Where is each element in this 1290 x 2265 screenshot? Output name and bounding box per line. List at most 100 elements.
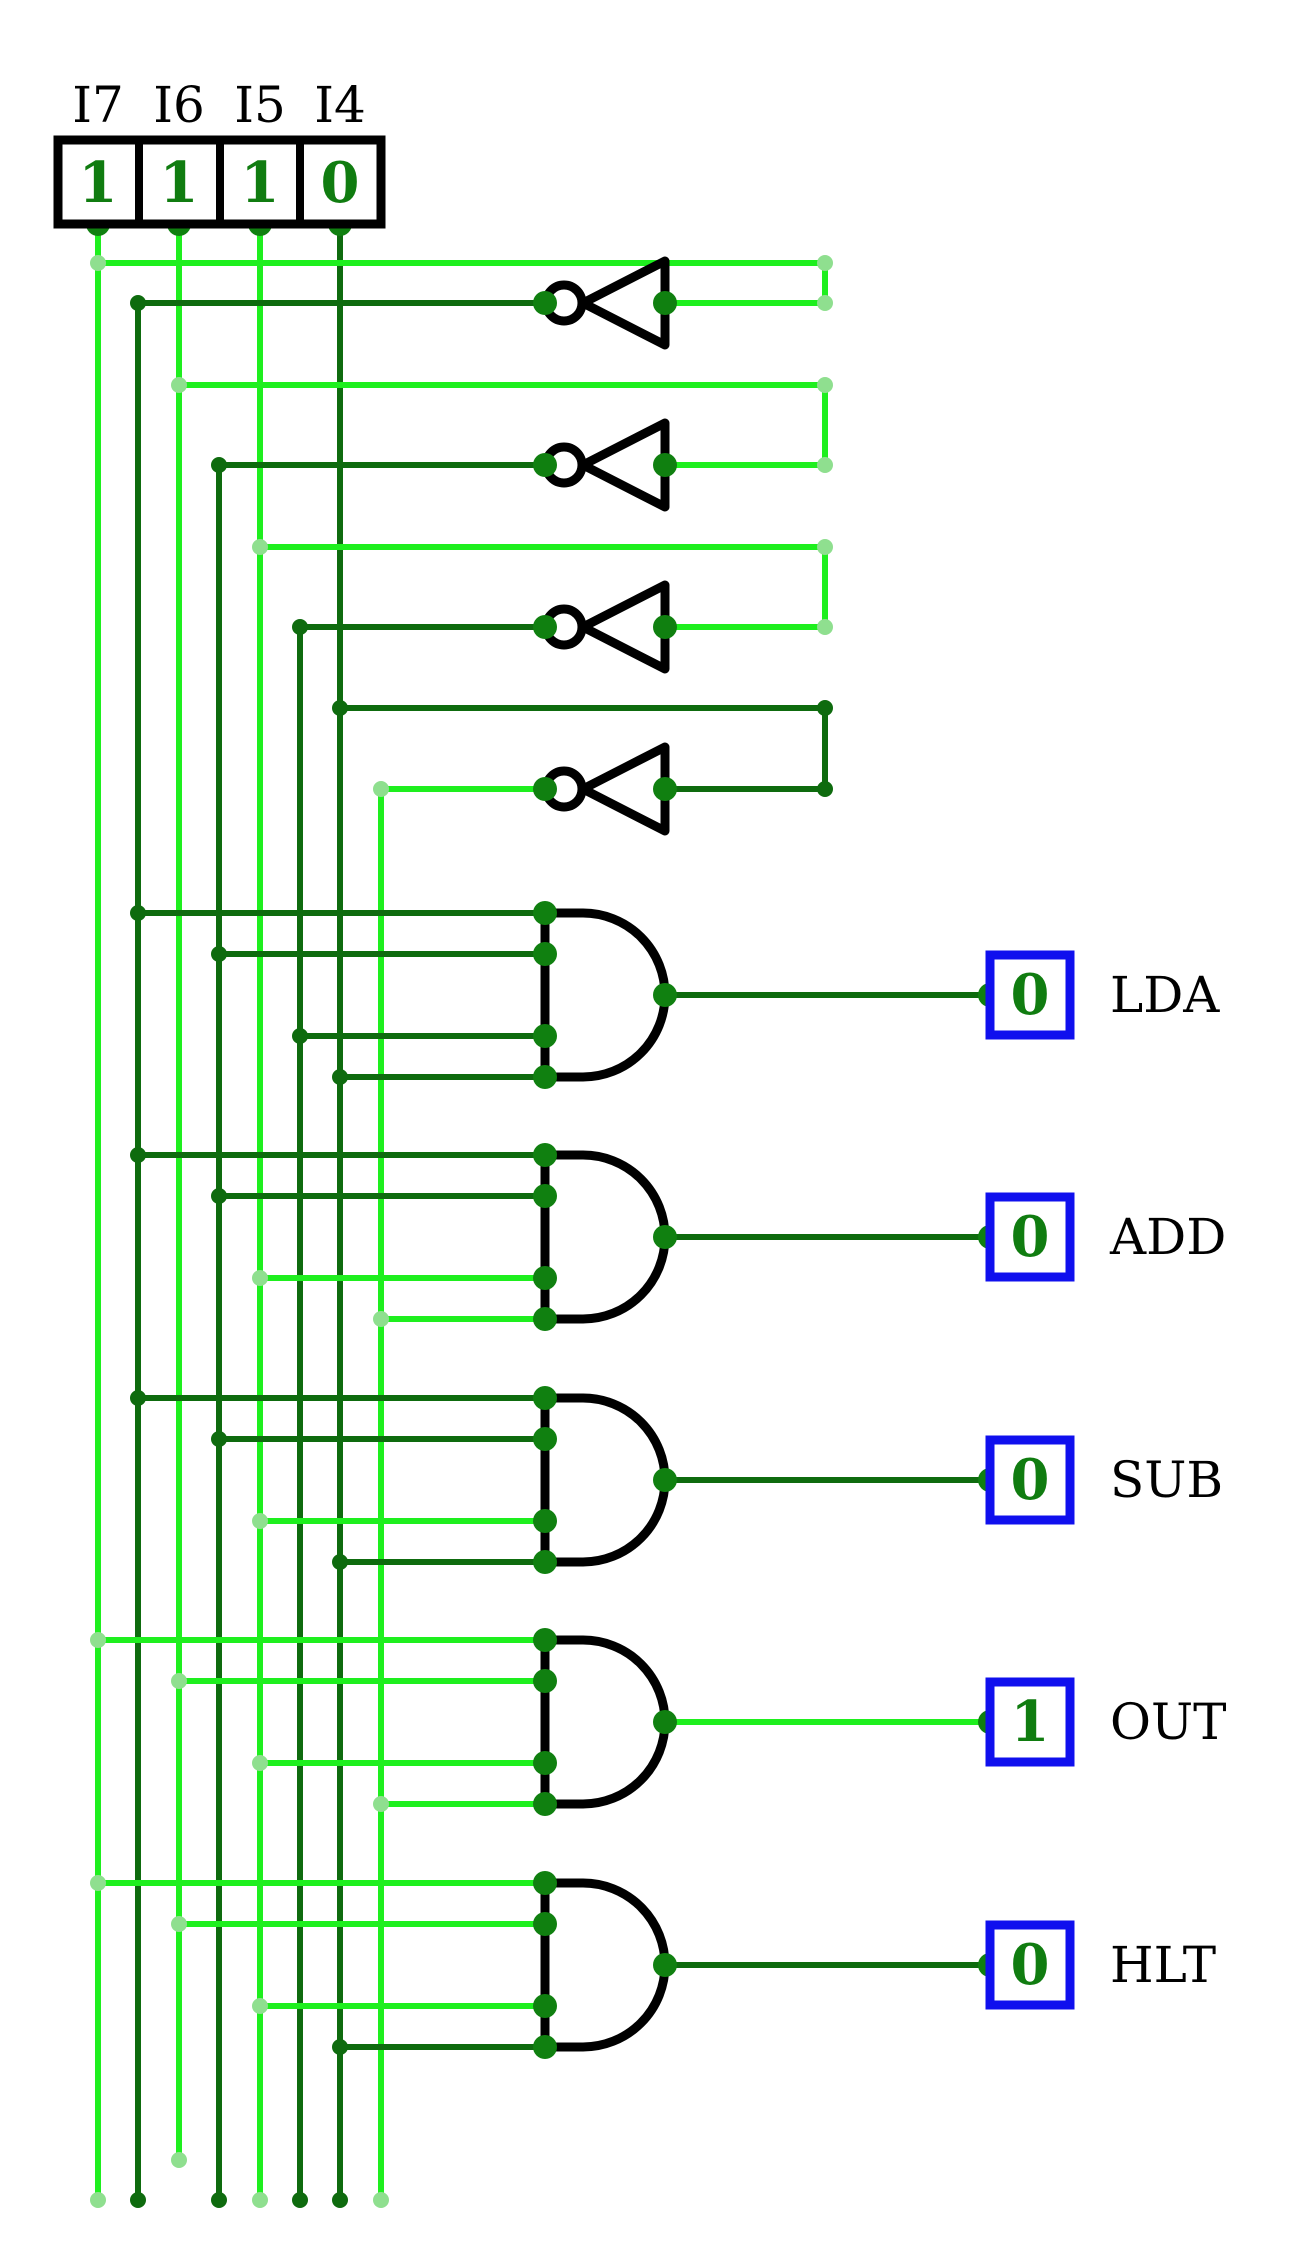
wire-junction [252, 1755, 268, 1771]
not-gate [541, 256, 670, 350]
wire-junction [817, 781, 833, 797]
input-value-i6[interactable]: 1 [160, 150, 199, 216]
wire-junction [817, 377, 833, 393]
input-value-i7[interactable]: 1 [79, 150, 118, 216]
inverter-feed-i6 [176, 382, 828, 468]
gate-pin [653, 615, 677, 639]
not-gate [541, 742, 670, 836]
wire-junction [211, 946, 227, 962]
output-hlt: 0 HLT [985, 1920, 1216, 2010]
wire-junction [171, 1673, 187, 1689]
gate-pin [533, 1184, 557, 1208]
inverter-feed-i4 [337, 705, 828, 792]
wire-junction [211, 1188, 227, 1204]
inverter-feed-i7 [95, 260, 828, 306]
gate-pin [653, 777, 677, 801]
gate-pin [533, 901, 557, 925]
wire-junction [252, 1270, 268, 1286]
gate-pin [533, 1065, 557, 1089]
wire-junction [211, 2192, 227, 2208]
not-gate-body [578, 256, 670, 350]
wire-junction [817, 700, 833, 716]
gate-pin [533, 1427, 557, 1451]
gate-pin [533, 1669, 557, 1693]
output-label-hlt: HLT [1110, 1936, 1216, 1994]
wire-junction [130, 2192, 146, 2208]
wire-junction [171, 377, 187, 393]
gate-pin [533, 615, 557, 639]
gate-pin [533, 777, 557, 801]
output-lda: 0 LDA [985, 950, 1220, 1040]
and-gate-sub [540, 1393, 670, 1567]
wire-junction [817, 295, 833, 311]
gate-pin [533, 1550, 557, 1574]
wire-junction [373, 2192, 389, 2208]
output-add: 0 ADD [985, 1192, 1226, 1282]
wire-junction [373, 1796, 389, 1812]
gate-pin [533, 1307, 557, 1331]
output-value-hlt: 0 [1011, 1932, 1050, 1998]
wire-junction [817, 255, 833, 271]
output-label-add: ADD [1109, 1208, 1226, 1266]
wire-junction [130, 1390, 146, 1406]
wire-junction [817, 457, 833, 473]
and-gate-body [540, 1878, 670, 2052]
wire-junction [130, 1147, 146, 1163]
wire-junction [292, 2192, 308, 2208]
wire-junction [373, 1311, 389, 1327]
nodes-layer [86, 212, 1002, 2208]
output-box-out [985, 1677, 1075, 1767]
and-gate-out [540, 1635, 670, 1809]
wire-junction [817, 619, 833, 635]
output-box-lda [985, 950, 1075, 1040]
and-gate-body [540, 1635, 670, 1809]
gate-pin [533, 453, 557, 477]
gate-pin [653, 1225, 677, 1249]
complement-line-i5 [297, 624, 548, 2203]
gate-pin [533, 1143, 557, 1167]
wire-junction [130, 295, 146, 311]
gate-pin [533, 2035, 557, 2059]
wire-junction [332, 1554, 348, 1570]
wire-junction [292, 619, 308, 635]
gate-pin [653, 1710, 677, 1734]
output-sub: 0 SUB [985, 1435, 1223, 1525]
wire-junction [90, 1632, 106, 1648]
and-gate-hlt [540, 1878, 670, 2052]
and-gate-body [540, 1393, 670, 1567]
wire-junction [252, 539, 268, 555]
and-gate-body [540, 1150, 670, 1324]
input-value-i4[interactable]: 0 [321, 150, 360, 216]
output-value-sub: 0 [1011, 1447, 1050, 1513]
not-gate-body [578, 418, 670, 512]
gate-pin [533, 1386, 557, 1410]
output-box-hlt [985, 1920, 1075, 2010]
gate-pin [533, 1912, 557, 1936]
output-box-sub [985, 1435, 1075, 1525]
wire-junction [252, 1513, 268, 1529]
wire-junction [171, 1916, 187, 1932]
gate-pin [653, 1468, 677, 1492]
gate-pin [533, 1024, 557, 1048]
wire-junction [90, 1875, 106, 1891]
gate-pin [653, 291, 677, 315]
wire-junction [130, 905, 146, 921]
input-value-i5[interactable]: 1 [241, 150, 280, 216]
input-register[interactable]: I7 I6 I5 I4 1 1 1 0 [53, 76, 386, 229]
gate-pin [533, 1994, 557, 2018]
wire-junction [211, 457, 227, 473]
wire-junction [292, 1028, 308, 1044]
gate-pin [533, 1628, 557, 1652]
not-gate [541, 580, 670, 674]
gate-pin [533, 1266, 557, 1290]
and-gate-add [540, 1150, 670, 1324]
output-value-lda: 0 [1011, 962, 1050, 1028]
output-out: 1 OUT [985, 1677, 1226, 1767]
not-gate-body [578, 580, 670, 674]
gates-layer [540, 256, 670, 2052]
wire-junction [332, 1069, 348, 1085]
wire-junction [211, 1431, 227, 1447]
input-label-i5: I5 [234, 76, 286, 134]
wire-junction [332, 2192, 348, 2208]
